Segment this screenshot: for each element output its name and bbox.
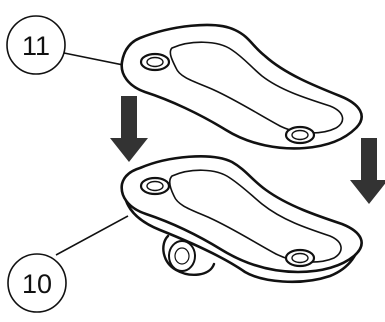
callout-10: 10 bbox=[7, 215, 129, 313]
upper-part-gasket bbox=[120, 23, 363, 150]
callout-11-label: 11 bbox=[22, 31, 50, 61]
callout-11-circle bbox=[6, 15, 66, 75]
arrow-right-head bbox=[350, 180, 385, 204]
arrow-left-head bbox=[110, 138, 148, 162]
upper-part-bolt-hole-left-inner bbox=[146, 56, 164, 68]
lower-part-bolt-hole-left-inner bbox=[146, 180, 164, 192]
lower-part-boss-face bbox=[168, 240, 196, 272]
callout-10-circle bbox=[7, 253, 67, 313]
callout-10-label: 10 bbox=[22, 269, 52, 299]
arrow-right-shaft bbox=[361, 138, 377, 182]
lower-part-boss-face-inner bbox=[174, 247, 190, 265]
callout-11: 11 bbox=[6, 15, 129, 75]
lower-part-inner-recess bbox=[169, 169, 342, 263]
lower-part-housing bbox=[120, 155, 363, 284]
upper-part-bolt-hole-right-inner bbox=[291, 129, 309, 141]
arrow-left-shaft bbox=[121, 96, 137, 140]
upper-part-inner-recess bbox=[169, 41, 344, 134]
callout-11-leader-line bbox=[63, 52, 129, 67]
lower-part-bolt-hole-right-inner bbox=[291, 252, 309, 264]
callout-10-leader-line bbox=[55, 215, 129, 256]
arrow-left bbox=[110, 96, 148, 162]
arrow-right bbox=[350, 138, 385, 204]
